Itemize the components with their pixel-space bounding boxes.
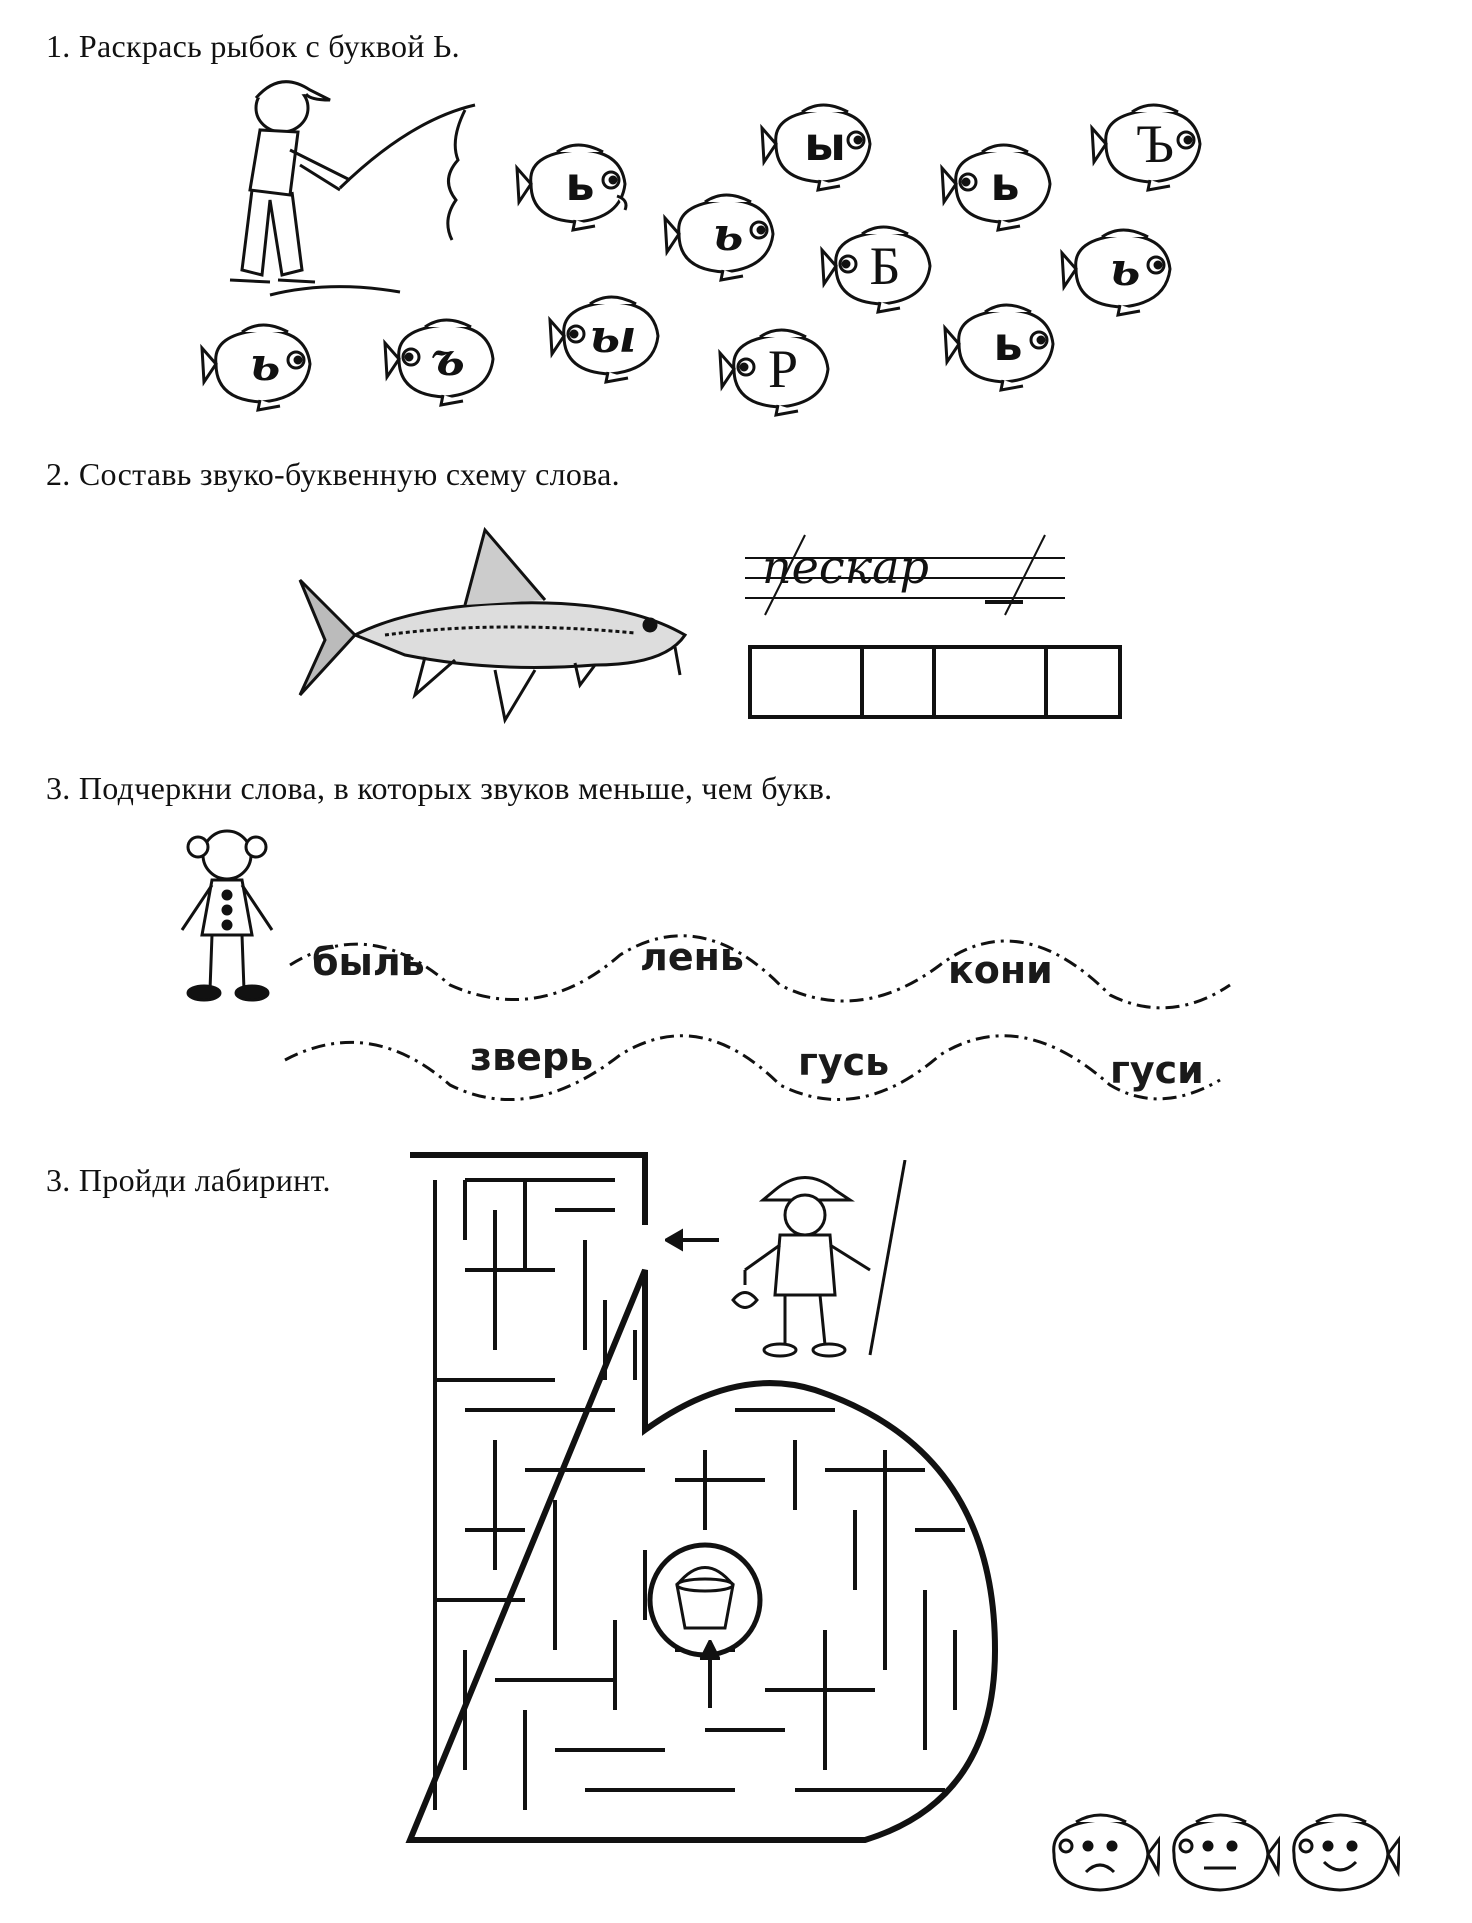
fish-letter-10[interactable]: ы [548,292,670,384]
fish-letter-text: ь [993,317,1023,371]
arrow-up-icon [698,1637,722,1710]
fish-letter-text: ь [249,337,281,391]
fish-letter-text: ь [565,157,595,211]
word-item[interactable]: лень [640,935,744,979]
wavy-dashed-lines [280,915,1240,1115]
fish-letter-text: Ъ [1135,114,1175,174]
handwriting-lines [745,530,1065,620]
fish-letter-2[interactable]: ы [760,100,882,192]
fish-letter-text: Р [767,339,799,399]
boy-fisherman-illustration [190,70,480,300]
sound-scheme-boxes[interactable] [748,645,1122,719]
word-item[interactable]: зверь [470,1035,594,1079]
sad-face-fish-icon[interactable] [1040,1810,1162,1896]
word-item[interactable]: быль [312,940,425,984]
fish-letter-3[interactable]: ь [940,140,1062,232]
fish-letter-8[interactable]: ь [200,320,322,412]
scheme-box[interactable] [936,649,1048,715]
fish-letter-4[interactable]: Ъ [1090,100,1212,192]
scheme-box[interactable] [1048,649,1114,715]
fish-letter-text: Б [869,236,901,296]
handwritten-word: пескар [762,540,929,594]
word-item[interactable]: кони [948,948,1053,992]
arrow-left-icon [662,1228,720,1252]
fish-letter-text: ы [589,309,637,363]
girl-illustration [172,825,282,1005]
fish-letter-text: ь [990,157,1020,211]
task-2-heading: 2. Составь звуко-буквенную схему слова. [46,456,620,492]
fish-letter-7[interactable]: ь [1060,225,1182,317]
fish-letter-text: ы [804,117,846,171]
maze[interactable] [405,1150,1025,1850]
fish-letter-5[interactable]: ь [663,190,785,282]
happy-face-fish-icon[interactable] [1280,1810,1402,1896]
fish-letter-text: ъ [431,332,465,386]
fish-letter-9[interactable]: ъ [383,315,505,407]
fish-letter-6[interactable]: Б [820,222,942,314]
bucket-icon [665,1560,745,1635]
word-item[interactable]: гусь [798,1040,890,1084]
word-item[interactable]: гуси [1110,1048,1204,1092]
scheme-box[interactable] [864,649,936,715]
neutral-face-fish-icon[interactable] [1160,1810,1282,1896]
scheme-box[interactable] [752,649,864,715]
task-1-heading: 1. Раскрась рыбок с буквой Ь. [46,28,460,64]
task-3-heading: 3. Подчеркни слова, в которых звуков мен… [46,770,833,806]
fisherman-illustration [725,1159,915,1360]
gudgeon-fish-illustration [295,525,705,725]
fish-letter-text: ь [712,207,744,261]
fish-letter-12[interactable]: ь [943,300,1065,392]
fish-letter-text: ь [1109,242,1141,296]
task-4-heading: 3. Пройди лабиринт. [46,1162,331,1198]
fish-letter-1[interactable]: ь [515,140,637,232]
fish-letter-11[interactable]: Р [718,325,840,417]
